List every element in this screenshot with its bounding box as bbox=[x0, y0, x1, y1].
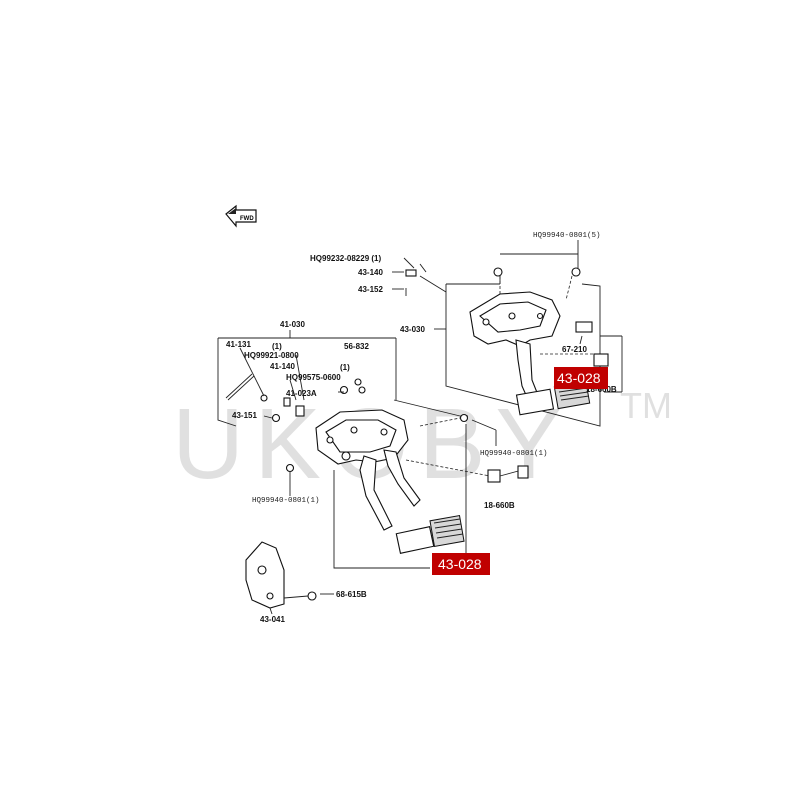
label-hq99575: HQ99575-0600 bbox=[286, 373, 341, 382]
label-41-030: 41-030 bbox=[280, 320, 305, 329]
label-43-030: 43-030 bbox=[400, 325, 425, 334]
callout-text: 43-028 bbox=[438, 556, 482, 572]
label-43-140: 43-140 bbox=[358, 268, 383, 277]
callout-43-028-lower: 43-028 bbox=[432, 553, 490, 575]
part-labels: HQ99940-0801(5) HQ99232-08229 (1) 43-140… bbox=[226, 232, 617, 624]
small-hardware bbox=[225, 263, 529, 601]
label-43-041: 43-041 bbox=[260, 615, 285, 624]
label-43-152: 43-152 bbox=[358, 285, 383, 294]
upper-assembly-frame bbox=[445, 240, 623, 427]
callout-box bbox=[554, 367, 608, 389]
side-plate-part bbox=[245, 541, 309, 609]
label-paren-1b: (1) bbox=[340, 363, 350, 372]
label-hq99232: HQ99232-08229 (1) bbox=[310, 254, 381, 263]
watermark: UKOBY TM bbox=[172, 385, 672, 500]
label-41-023a: 41-023A bbox=[286, 389, 317, 398]
callout-box bbox=[432, 553, 490, 575]
label-56-832: 56-832 bbox=[344, 342, 369, 351]
label-68-615b: 68-615B bbox=[336, 590, 367, 599]
watermark-tm: TM bbox=[620, 385, 672, 426]
label-41-131: 41-131 bbox=[226, 340, 251, 349]
label-18-660b: 18-660B bbox=[484, 501, 515, 510]
lower-pedal-bracket bbox=[315, 409, 465, 554]
label-67-210: 67-210 bbox=[562, 345, 587, 354]
leader-lines bbox=[239, 257, 583, 615]
callout-43-028-upper: 43-028 bbox=[554, 367, 608, 389]
label-hq99940-5: HQ99940-0801(5) bbox=[533, 232, 601, 240]
label-18-660b-top: 18-660B bbox=[586, 385, 617, 394]
label-hq99921: HQ99921-0800 bbox=[244, 351, 299, 360]
label-43-151: 43-151 bbox=[232, 411, 257, 420]
forward-arrow-icon: FWD bbox=[225, 204, 257, 228]
label-paren-1a: (1) bbox=[272, 342, 282, 351]
label-hq99940-1a: HQ99940-0801(1) bbox=[480, 450, 548, 458]
forward-arrow-label: FWD bbox=[240, 216, 254, 222]
label-hq99940-1b: HQ99940-0801(1) bbox=[252, 497, 320, 505]
label-41-140: 41-140 bbox=[270, 362, 295, 371]
callout-text: 43-028 bbox=[557, 370, 601, 386]
